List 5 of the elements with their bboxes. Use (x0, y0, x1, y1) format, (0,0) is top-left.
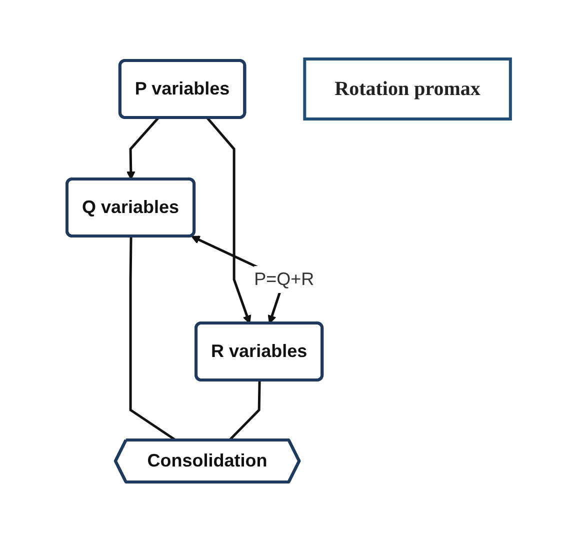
arrow (206, 117, 252, 324)
edge-label: P=Q+R (254, 269, 314, 289)
arrow (126, 117, 160, 180)
node-box: Rotation promax (303, 58, 512, 120)
connector (228, 380, 262, 442)
